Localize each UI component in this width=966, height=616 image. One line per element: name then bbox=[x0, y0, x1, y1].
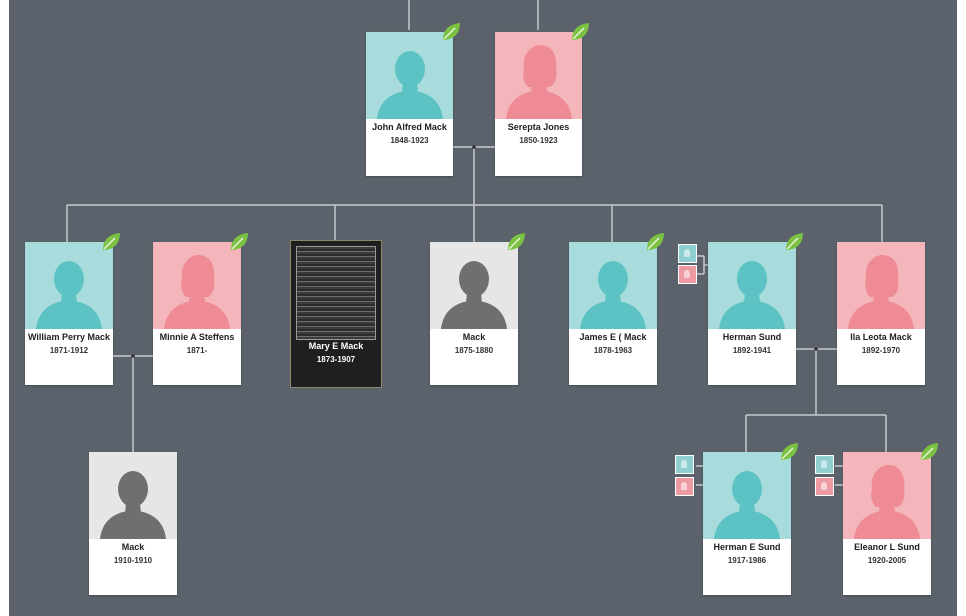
person-card-ila[interactable]: Ila Leota Mack 1892-1970 bbox=[837, 242, 925, 385]
profile-photo bbox=[495, 32, 582, 119]
person-silhouette-icon bbox=[854, 465, 920, 539]
person-name: John Alfred Mack bbox=[372, 122, 447, 132]
person-name: James E ( Mack bbox=[579, 332, 647, 342]
person-name: Minnie A Steffens bbox=[159, 332, 235, 342]
person-card-john[interactable]: John Alfred Mack 1848-1923 bbox=[366, 23, 460, 176]
person-dates: 1910-1910 bbox=[113, 556, 153, 565]
profile-photo bbox=[708, 242, 796, 329]
person-card-mary[interactable]: Mary E Mack 1873-1907 bbox=[290, 240, 382, 388]
record-image bbox=[296, 246, 376, 340]
person-info: Ila Leota Mack 1892-1970 bbox=[837, 332, 925, 355]
leaf-hint-icon[interactable] bbox=[644, 231, 666, 253]
leaf-hint-icon[interactable] bbox=[228, 231, 250, 253]
person-card-minnie[interactable]: Minnie A Steffens 1871- bbox=[153, 233, 248, 385]
person-info: Mack 1910-1910 bbox=[89, 542, 177, 565]
person-name: Serepta Jones bbox=[507, 122, 570, 132]
person-card-mack2[interactable]: Mack 1910-1910 bbox=[89, 452, 177, 595]
leaf-hint-icon[interactable] bbox=[440, 21, 462, 43]
leaf-hint-icon[interactable] bbox=[569, 21, 591, 43]
profile-photo bbox=[569, 242, 657, 329]
person-card-eleanor[interactable]: Eleanor L Sund 1920-2005 bbox=[843, 443, 938, 595]
person-name: Mary E Mack bbox=[308, 341, 364, 351]
profile-photo bbox=[153, 242, 241, 329]
person-info: Herman E Sund 1917-1986 bbox=[703, 542, 791, 565]
person-info: James E ( Mack 1878-1963 bbox=[569, 332, 657, 355]
person-card-james[interactable]: James E ( Mack 1878-1963 bbox=[569, 233, 664, 385]
person-name: Ila Leota Mack bbox=[850, 332, 912, 342]
person-name: Eleanor L Sund bbox=[854, 542, 920, 552]
profile-photo bbox=[89, 452, 177, 539]
leaf-hint-icon[interactable] bbox=[918, 441, 940, 463]
family-tree-canvas[interactable]: John Alfred Mack 1848-1923 Serepta Jones 18… bbox=[9, 0, 957, 616]
profile-photo bbox=[703, 452, 791, 539]
person-info: John Alfred Mack 1848-1923 bbox=[366, 122, 453, 145]
person-card-herman[interactable]: Herman Sund 1892-1941 bbox=[708, 233, 803, 385]
person-dates: 1850-1923 bbox=[519, 136, 558, 145]
person-dates: 1873-1907 bbox=[316, 355, 356, 364]
person-info: William Perry Mack 1871-1912 bbox=[25, 332, 113, 355]
person-name: Mack bbox=[121, 542, 145, 552]
person-dates: 1875-1880 bbox=[454, 346, 494, 355]
person-card-serepta[interactable]: Serepta Jones 1850-1923 bbox=[495, 23, 589, 176]
father-mini-parents-icon[interactable] bbox=[815, 455, 834, 474]
person-silhouette-icon bbox=[36, 261, 102, 329]
person-silhouette-icon bbox=[580, 261, 646, 329]
leaf-hint-icon[interactable] bbox=[505, 231, 527, 253]
person-dates: 1892-1970 bbox=[861, 346, 901, 355]
person-name: Herman Sund bbox=[722, 332, 782, 342]
person-card-william[interactable]: William Perry Mack 1871-1912 bbox=[25, 233, 120, 385]
profile-photo bbox=[843, 452, 931, 539]
leaf-hint-icon[interactable] bbox=[100, 231, 122, 253]
profile-photo bbox=[25, 242, 113, 329]
person-dates: 1917-1986 bbox=[727, 556, 767, 565]
person-info: Mack 1875-1880 bbox=[430, 332, 518, 355]
profile-photo bbox=[366, 32, 453, 119]
profile-photo bbox=[837, 242, 925, 329]
person-silhouette-icon bbox=[100, 471, 166, 539]
person-info: Eleanor L Sund 1920-2005 bbox=[843, 542, 931, 565]
profile-photo bbox=[430, 242, 518, 329]
person-silhouette-icon bbox=[714, 471, 780, 539]
person-info: Mary E Mack 1873-1907 bbox=[291, 341, 381, 364]
leaf-hint-icon[interactable] bbox=[783, 231, 805, 253]
person-card-hermanE[interactable]: Herman E Sund 1917-1986 bbox=[703, 443, 798, 595]
person-silhouette-icon bbox=[505, 45, 572, 119]
person-dates: 1848-1923 bbox=[390, 136, 429, 145]
person-info: Serepta Jones 1850-1923 bbox=[495, 122, 582, 145]
leaf-hint-icon[interactable] bbox=[778, 441, 800, 463]
person-dates: 1871- bbox=[186, 346, 208, 355]
mother-mini-parents-icon[interactable] bbox=[678, 265, 697, 284]
person-name: William Perry Mack bbox=[28, 332, 110, 342]
person-silhouette-icon bbox=[441, 261, 507, 329]
person-dates: 1871-1912 bbox=[49, 346, 89, 355]
person-name: Herman E Sund bbox=[713, 542, 781, 552]
person-info: Minnie A Steffens 1871- bbox=[153, 332, 241, 355]
person-dates: 1892-1941 bbox=[732, 346, 772, 355]
person-card-mack1[interactable]: Mack 1875-1880 bbox=[430, 233, 525, 385]
person-silhouette-icon bbox=[376, 51, 443, 119]
person-dates: 1920-2005 bbox=[867, 556, 907, 565]
person-dates: 1878-1963 bbox=[593, 346, 633, 355]
person-silhouette-icon bbox=[848, 255, 914, 329]
person-silhouette-icon bbox=[719, 261, 785, 329]
father-mini-parents-icon[interactable] bbox=[678, 244, 697, 263]
father-mini-parents-icon[interactable] bbox=[675, 455, 694, 474]
mother-mini-parents-icon[interactable] bbox=[815, 477, 834, 496]
person-silhouette-icon bbox=[164, 255, 230, 329]
person-name: Mack bbox=[462, 332, 486, 342]
person-info: Herman Sund 1892-1941 bbox=[708, 332, 796, 355]
mother-mini-parents-icon[interactable] bbox=[675, 477, 694, 496]
